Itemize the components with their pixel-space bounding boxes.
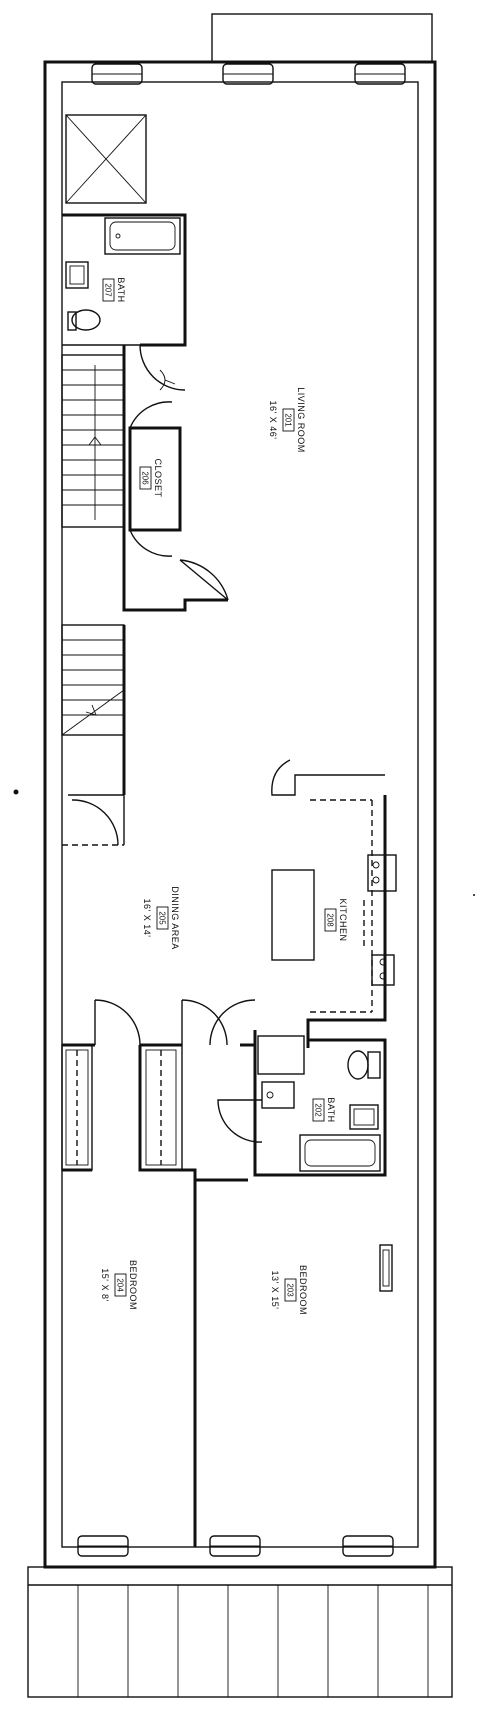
room-number: 204 [116,1278,125,1292]
bottom-windows [77,1535,394,1557]
room-number: 206 [141,471,150,485]
room-label-living: LIVING ROOM 201 16' X 46' [268,387,306,453]
bath-202-layout [217,1030,387,1177]
room-name: BATH [116,277,126,302]
scan-speck [13,789,19,795]
elevator-shaft [65,114,147,204]
room-label-bath-202: BATH 202 [312,1097,336,1123]
room-label-bath-207: BATH 207 [102,277,126,303]
room-label-bedroom-204: BEDROOM 204 15' X 8' [100,1260,138,1310]
room-label-dining: DINING AREA 205 16' X 14' [142,886,180,950]
closet-206-layout [128,401,229,601]
room-number: 201 [284,413,293,427]
room-number: 208 [326,913,335,927]
room-name: BEDROOM [128,1260,138,1310]
room-name: CLOSET [153,458,163,497]
room-number: 203 [286,1283,295,1297]
room-label-kitchen: KITCHEN 208 [324,898,348,942]
room-number: 205 [158,911,167,925]
stair-lower [61,345,228,795]
bath-door [139,344,186,391]
kitchen-layout [271,759,397,1048]
top-windows [91,63,406,85]
room-name: KITCHEN [338,898,348,941]
rear-deck [27,1566,453,1698]
room-label-bedroom-203: BEDROOM 203 13' X 15' [270,1265,308,1315]
room-name: BEDROOM [298,1265,308,1315]
stair-upper [61,354,125,528]
bedroom-203-fixture [379,1244,393,1292]
exterior-walls [43,13,437,1569]
room-size: 15' X 8' [100,1268,110,1301]
entry-door [62,794,125,846]
room-size: 13' X 15' [270,1271,280,1310]
room-size: 16' X 46' [268,401,278,440]
room-name: DINING AREA [170,886,180,950]
room-number: 207 [104,283,113,297]
room-label-closet: CLOSET 206 [139,458,163,498]
bedroom-partition [61,999,256,1547]
scan-speck [473,894,475,896]
room-name: BATH [326,1097,336,1122]
room-number: 202 [314,1103,323,1117]
room-name: LIVING ROOM [296,387,306,453]
room-size: 16' X 14' [142,899,152,938]
